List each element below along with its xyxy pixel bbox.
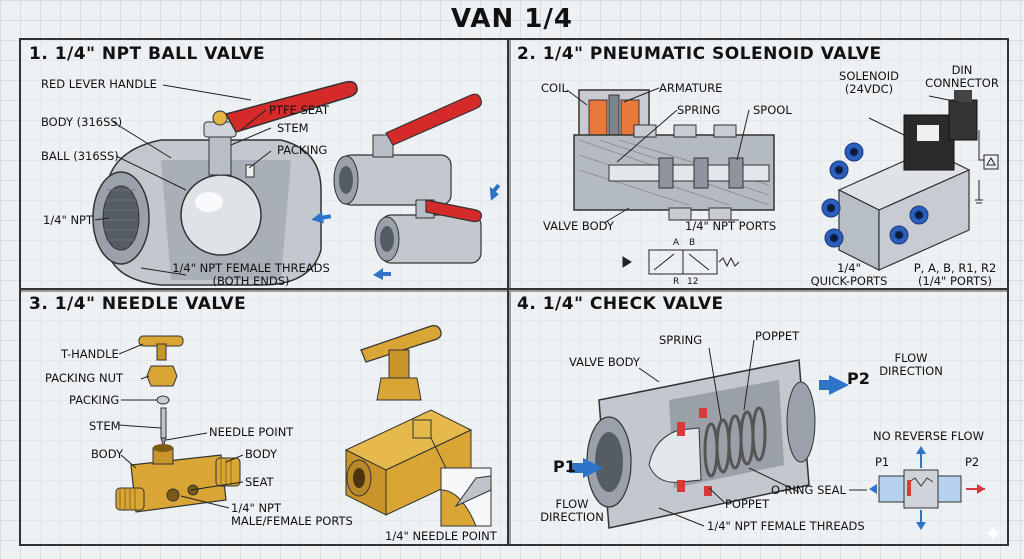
label-quarter-npt: 1/4" NPT bbox=[43, 213, 94, 227]
needle-valve-exploded bbox=[115, 335, 241, 513]
label-mini-p2: P2 bbox=[965, 455, 980, 469]
label-oring-seal: O-RING SEAL bbox=[771, 483, 846, 497]
needle-valve-illustration bbox=[115, 325, 492, 527]
label-needle-stem: STEM bbox=[89, 419, 121, 433]
panel-needle-valve-title: 3. 1/4" NEEDLE VALVE bbox=[29, 294, 247, 314]
label-valve-body: VALVE BODY bbox=[543, 219, 614, 233]
label-check-threads: 1/4" NPT FEMALE THREADS bbox=[707, 519, 865, 533]
panel-ball-valve: 1. 1/4" NPT BALL VALVE bbox=[19, 38, 511, 292]
label-p1: P1 bbox=[553, 457, 576, 476]
label-packing: PACKING bbox=[277, 143, 328, 157]
label-din-connector: DIN CONNECTOR bbox=[925, 63, 999, 90]
panel-ball-valve-title: 1. 1/4" NPT BALL VALVE bbox=[29, 44, 266, 64]
label-quick-ports: 1/4" QUICK-PORTS bbox=[810, 261, 888, 288]
ball-valve-assembled-top bbox=[333, 93, 482, 206]
solenoid-valve-illustration bbox=[566, 87, 999, 275]
solenoid-valve-symbol bbox=[622, 249, 740, 275]
label-mini-p1: P1 bbox=[875, 455, 890, 469]
needle-valve-assembled bbox=[344, 325, 473, 516]
check-valve-mini-diagram bbox=[869, 446, 985, 530]
label-flow-direction-left: FLOW DIRECTION bbox=[540, 497, 604, 524]
label-needle-body-right: BODY bbox=[245, 447, 277, 461]
label-no-reverse-flow: NO REVERSE FLOW bbox=[873, 429, 984, 443]
label-symbol-r: R bbox=[673, 277, 680, 287]
label-needle-body-left: BODY bbox=[91, 447, 123, 461]
label-packing-nut: PACKING NUT bbox=[45, 371, 124, 385]
page-title: VAN 1/4 bbox=[451, 4, 573, 34]
panel-solenoid-valve-title: 2. 1/4" PNEUMATIC SOLENOID VALVE bbox=[517, 44, 882, 64]
label-flow-direction-right: FLOW DIRECTION bbox=[879, 351, 943, 378]
check-valve-cutaway bbox=[586, 359, 816, 529]
needle-point-inset bbox=[440, 467, 492, 527]
panel-check-valve: 4. 1/4" CHECK VALVE bbox=[507, 288, 1009, 546]
solenoid-valve-3d bbox=[821, 90, 999, 271]
panel-solenoid-valve: 2. 1/4" PNEUMATIC SOLENOID VALVE bbox=[507, 38, 1009, 292]
ball-valve-assembled-bottom bbox=[374, 199, 483, 264]
label-spool: SPOOL bbox=[753, 103, 792, 117]
ball-valve-illustration bbox=[92, 80, 501, 286]
ball-valve-cutaway bbox=[92, 80, 358, 286]
label-check-poppet-bottom: POPPET bbox=[725, 497, 770, 511]
label-needle-ports: 1/4" NPT MALE/FEMALE PORTS bbox=[231, 501, 353, 528]
label-ports-list: P, A, B, R1, R2 (1/4" PORTS) bbox=[913, 261, 997, 288]
label-armature: ARMATURE bbox=[659, 81, 723, 95]
label-needle-seat: SEAT bbox=[245, 475, 274, 489]
label-symbol-12: 12 bbox=[687, 277, 699, 287]
label-npt-ports: 1/4" NPT PORTS bbox=[685, 219, 777, 233]
panel-check-valve-title: 4. 1/4" CHECK VALVE bbox=[517, 294, 724, 314]
label-solenoid-24vdc: SOLENOID (24VDC) bbox=[839, 69, 899, 96]
label-coil: COIL bbox=[541, 81, 568, 95]
label-needle-packing: PACKING bbox=[69, 393, 120, 407]
panel-needle-valve: 3. 1/4" NEEDLE VALVE bbox=[19, 288, 511, 546]
solenoid-cutaway bbox=[573, 89, 775, 221]
label-red-lever-handle: RED LEVER HANDLE bbox=[41, 77, 157, 91]
label-symbol-a: A bbox=[673, 238, 680, 248]
label-symbol-b: B bbox=[689, 238, 696, 248]
check-valve-flow-arrows bbox=[569, 375, 849, 478]
label-p2: P2 bbox=[847, 369, 870, 388]
check-valve-illustration bbox=[569, 339, 985, 530]
label-body-316ss: BODY (316SS) bbox=[41, 115, 123, 129]
label-check-poppet-top: POPPET bbox=[755, 329, 800, 343]
label-needle-point: NEEDLE POINT bbox=[209, 425, 294, 439]
ball-valve-flow-arrows bbox=[311, 183, 501, 280]
label-needle-point-inset: 1/4" NEEDLE POINT bbox=[385, 529, 497, 543]
label-female-threads: 1/4" NPT FEMALE THREADS (BOTH ENDS) bbox=[172, 261, 330, 288]
label-t-handle: T-HANDLE bbox=[61, 347, 119, 361]
label-check-spring: SPRING bbox=[659, 333, 703, 347]
label-ball-316ss: BALL (316SS) bbox=[41, 149, 119, 163]
sparkle-icon: ✦ bbox=[982, 520, 1004, 548]
label-ptfe-seat: PTFE SEAT bbox=[269, 103, 330, 117]
label-spring: SPRING bbox=[677, 103, 721, 117]
label-stem: STEM bbox=[277, 121, 309, 135]
label-check-valve-body: VALVE BODY bbox=[569, 355, 640, 369]
